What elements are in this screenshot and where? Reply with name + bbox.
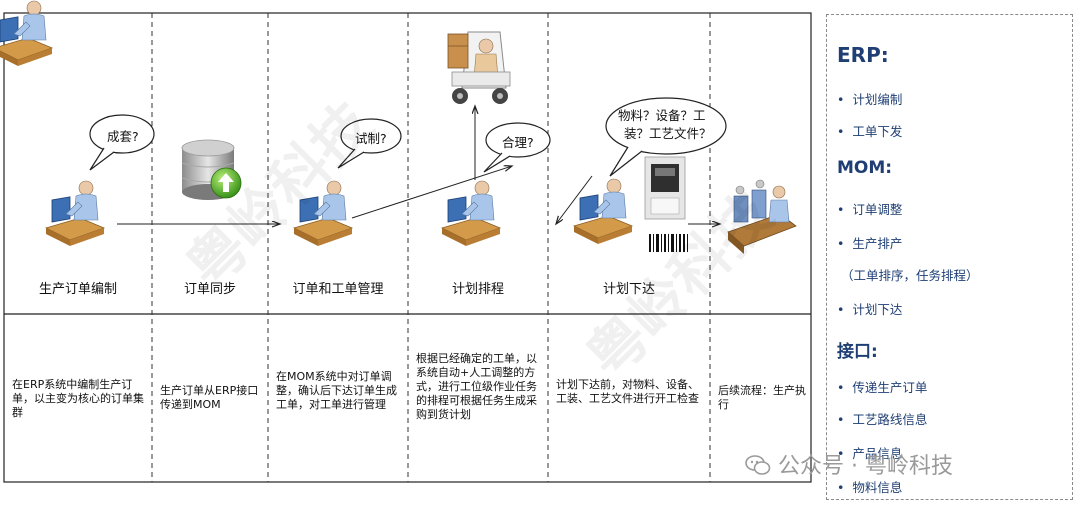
column-desc: 在ERP系统中编制生产订单，以主变为核心的订单集群 bbox=[12, 378, 144, 419]
column-desc: 根据已经确定的工单，以系统自动+人工调整的方式，进行工位级作业任务的排程可根据任… bbox=[416, 352, 537, 421]
bubble-4-shape bbox=[605, 97, 727, 155]
interface-item: • 产品信息 bbox=[837, 446, 903, 461]
bubble-1-text: 成套? bbox=[107, 129, 139, 144]
mom-heading: MOM: bbox=[837, 158, 893, 178]
mom-item: • 计划下达 bbox=[837, 302, 903, 317]
bubble-3-text: 合理? bbox=[502, 135, 534, 150]
column-title: 订单和工单管理 bbox=[292, 282, 384, 297]
production-line-icon bbox=[727, 179, 797, 254]
mom-item: （工单排序，任务排程） bbox=[841, 268, 979, 283]
side-panel: ERP: • 计划编制 • 工单下发 MOM: • 订单调整 • 生产排产 （工… bbox=[826, 14, 1073, 500]
footer-watermark: 公众号 · 粤岭科技 bbox=[745, 448, 953, 480]
column-desc: 生产订单从ERP接口传递到MOM bbox=[160, 384, 259, 411]
mom-item: • 订单调整 bbox=[837, 202, 903, 217]
wechat-icon bbox=[745, 455, 771, 475]
column-title: 计划排程 bbox=[451, 282, 504, 297]
mom-item: • 生产排产 bbox=[837, 236, 903, 251]
bubble-2-tail bbox=[337, 148, 365, 169]
interface-item: • 工艺路线信息 bbox=[837, 412, 928, 427]
column-dividers bbox=[151, 13, 711, 482]
bubble-4-text-line2: 装？工艺文件？ bbox=[624, 126, 712, 141]
bubble-3-tail bbox=[483, 152, 511, 173]
column-title: 订单同步 bbox=[183, 282, 236, 297]
bubble-4-tail bbox=[609, 146, 643, 177]
bubble-1-tail bbox=[89, 147, 115, 171]
column-desc: 在MOM系统中对订单调整，确认后下达订单生成工单，对工单进行管理 bbox=[276, 370, 397, 411]
erp-item: • 计划编制 bbox=[837, 92, 903, 107]
column-desc: 后续流程：生产执行 bbox=[718, 384, 806, 411]
forklift-icon bbox=[447, 31, 511, 104]
erp-item: • 工单下发 bbox=[837, 124, 903, 139]
arrow-4 bbox=[556, 175, 593, 224]
database-icon bbox=[181, 139, 242, 200]
column-title: 计划下达 bbox=[602, 282, 655, 297]
interface-item: • 物料信息 bbox=[837, 480, 903, 495]
erp-heading: ERP: bbox=[837, 43, 889, 67]
footer-text: 公众号 · 粤岭科技 bbox=[778, 454, 953, 479]
bubble-4-text-line1: 物料？设备？工 bbox=[618, 108, 706, 123]
bubble-2-text: 试制? bbox=[355, 131, 387, 146]
interface-item: • 传递生产订单 bbox=[837, 380, 928, 395]
printer-icon bbox=[644, 156, 686, 220]
barcode-icon bbox=[649, 234, 688, 252]
column-desc: 计划下达前，对物料、设备、工装、工艺文件进行开工检查 bbox=[556, 378, 699, 405]
column-title bbox=[710, 278, 811, 298]
column-title: 生产订单编制 bbox=[38, 282, 117, 297]
person-at-desk-icon bbox=[0, 0, 54, 66]
bubble-2-shape bbox=[340, 118, 402, 154]
bubble-3-shape bbox=[485, 122, 551, 158]
interface-heading: 接口: bbox=[837, 342, 878, 362]
arrow-2 bbox=[351, 166, 512, 219]
bubble-1-shape bbox=[89, 114, 155, 154]
